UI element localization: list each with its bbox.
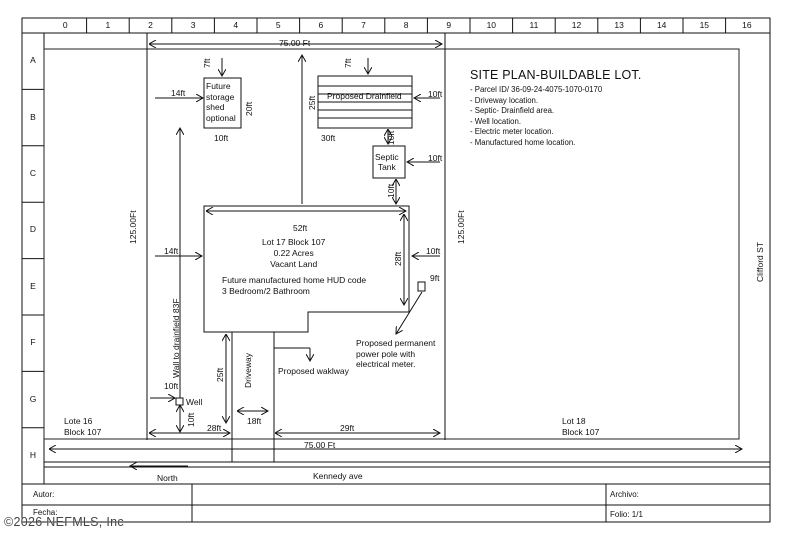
plan-title: SITE PLAN-BUILDABLE LOT. [470,68,642,82]
row-letter: G [29,393,37,404]
row-letter: H [29,450,37,460]
copyright-watermark: ©2026 NEFMLS, Inc [4,515,124,529]
manufactured-home [203,205,410,333]
column-number: 0 [62,20,68,30]
lot-17-label: Lot 17 Block 107 0.22 Acres Vacant Land [262,237,326,269]
wall-label: Wall to drainfield 83F [171,298,181,378]
dim-driveway-depth: 25ft [215,367,225,382]
row-letter: D [29,224,37,235]
septic-tank [372,145,406,179]
column-number: 1 [105,20,111,30]
column-number: 8 [403,20,409,30]
dim-well-front: 10ft [186,412,196,427]
note-item: - Septic- Drainfield area. [470,106,555,116]
dim-septic-gap-top: 10ft [386,130,396,145]
column-number: 15 [699,20,710,30]
property-line [43,48,740,440]
dim-septic-gap-bottom: 10ft [386,183,396,198]
row-letter: A [30,55,36,66]
driveway-lines [231,332,275,462]
dim-drain-top: 7ft [343,58,353,68]
home-future-label: Future manufactured home HUD code 3 Bedr… [222,275,367,296]
drainfield-label: Proposed Drainfield [327,91,402,101]
dim-driveway-width: 18ft [247,416,262,426]
dim-septic-right: 10ft [428,153,443,163]
dim-home-depth: 28ft [393,251,403,266]
column-number: 2 [148,20,153,30]
row-letter: B [30,111,36,122]
titleblock-author: Autor: [33,490,55,499]
shed-label: Future storage shed optional [206,81,236,123]
walkway-label: Proposed waklway [278,366,349,376]
storage-shed [203,77,242,129]
note-item: - Electric meter location. [470,127,554,137]
sheet-border [21,17,771,523]
column-number: 6 [318,20,324,30]
titleblock-archive: Archivo: [610,490,639,499]
dim-top-width: 75.00 Ft [279,38,311,48]
column-number: 4 [233,20,239,30]
note-item: - Well location. [470,116,521,126]
dim-home-width: 52ft [293,223,308,233]
septic-label: Septic Tank [375,152,399,172]
well-label: Well [186,397,203,407]
dim-drain-width: 30ft [321,133,336,143]
row-letter: C [29,168,37,178]
note-item: - Driveway location. [470,95,539,105]
row-letter: F [30,337,36,348]
note-item: - Manufactured home location. [470,137,576,147]
dim-home-right: 10ft [426,246,441,256]
clifford-street-label: Clifford ST [755,242,765,282]
column-number: 13 [614,20,624,30]
driveway-label: Driveway [243,353,253,388]
plan-notes: - Parcel ID/ 36-09-24-4075-1070-0170 - D… [470,85,602,149]
dim-setback-right: 29ft [340,423,355,433]
dim-setback-left: 28ft [207,423,222,433]
dim-left-depth: 125.00Ft [128,210,138,244]
dim-drain-right: 10ft [428,89,443,99]
column-number: 5 [275,20,281,30]
column-number: 11 [529,20,539,30]
row-letter: E [30,280,36,291]
column-number: 16 [742,20,752,30]
dim-well-left: 10ft [164,381,179,391]
dim-drain-left: 25ft [307,95,317,110]
column-number: 9 [446,20,452,30]
column-number: 7 [361,20,366,30]
dim-bottom-width: 75.00 Ft [304,440,336,450]
north-label: North [157,473,178,483]
power-pole-label: Proposed permanent power pole with elect… [356,338,436,369]
dim-shed-left: 14ft [171,88,186,98]
titleblock-date: Fecha: [33,508,58,517]
column-number: 12 [571,20,582,30]
dim-shed-width: 10ft [214,133,229,143]
column-number: 3 [190,20,196,30]
dim-shed-depth: 20ft [244,101,254,116]
dim-pole: 9ft [430,273,440,283]
dim-home-left: 14ft [164,246,179,256]
titleblock-folio: Folio: 1/1 [610,510,643,519]
dim-right-depth: 125.00Ft [456,210,466,244]
kennedy-ave-label: Kennedy ave [313,471,363,481]
lot-16-label: Lote 16 Block 107 [64,416,102,437]
column-number: 14 [656,20,667,30]
note-item: - Parcel ID/ 36-09-24-4075-1070-0170 [470,85,603,94]
dim-shed-top: 7ft [202,58,212,68]
column-number: 10 [486,20,497,30]
lot-18-label: Lot 18 Block 107 [562,416,600,437]
